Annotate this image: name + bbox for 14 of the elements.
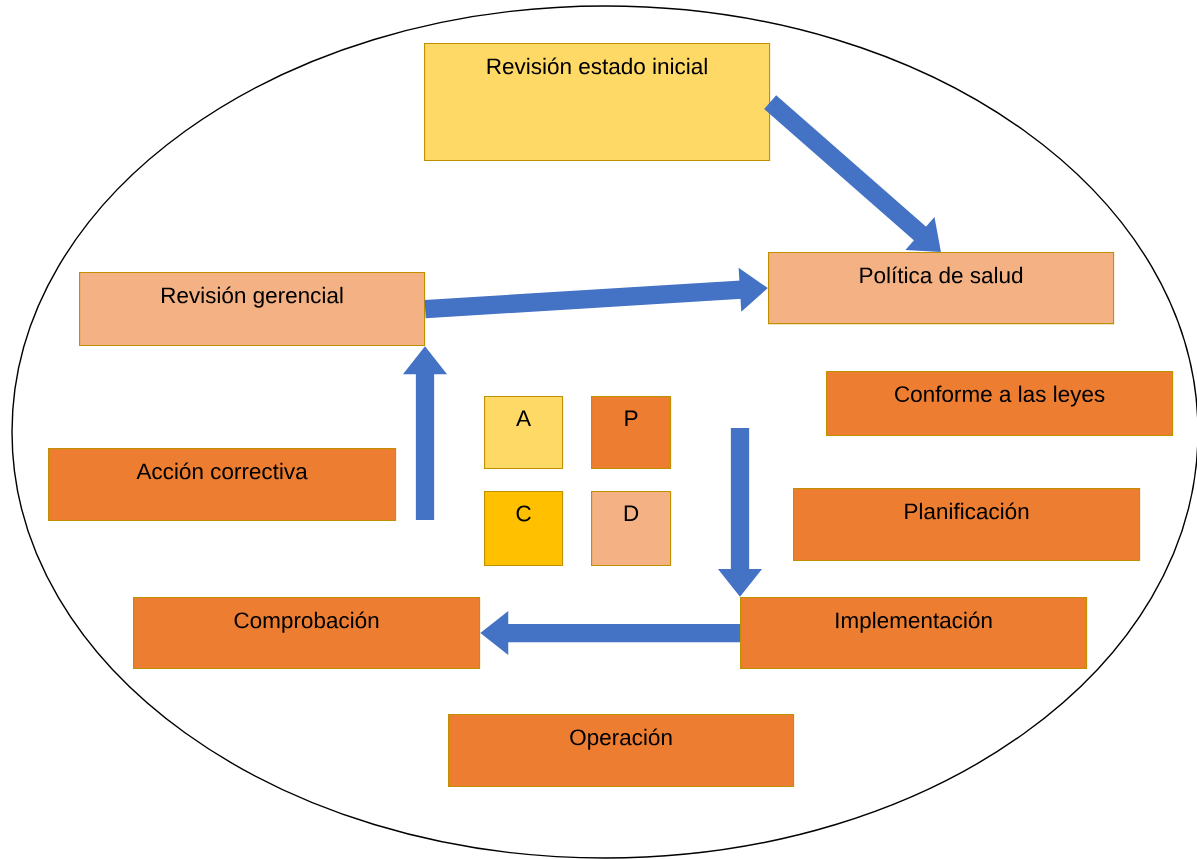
process-box: Revisión estado inicial bbox=[424, 43, 771, 162]
process-box: Política de salud bbox=[768, 252, 1115, 325]
process-box: Acción correctiva bbox=[48, 448, 397, 522]
process-box: Planificación bbox=[793, 488, 1141, 562]
letter-box: P bbox=[591, 396, 672, 470]
process-box: Revisión gerencial bbox=[79, 272, 426, 347]
letter-box: D bbox=[591, 491, 672, 567]
process-box: Conforme a las leyes bbox=[826, 371, 1174, 437]
process-box: Implementación bbox=[740, 597, 1088, 670]
process-box: Comprobación bbox=[133, 597, 481, 670]
letter-box: A bbox=[484, 396, 564, 470]
process-box: Operación bbox=[448, 714, 795, 788]
letter-box: C bbox=[484, 491, 564, 567]
block-arrow bbox=[764, 95, 941, 252]
